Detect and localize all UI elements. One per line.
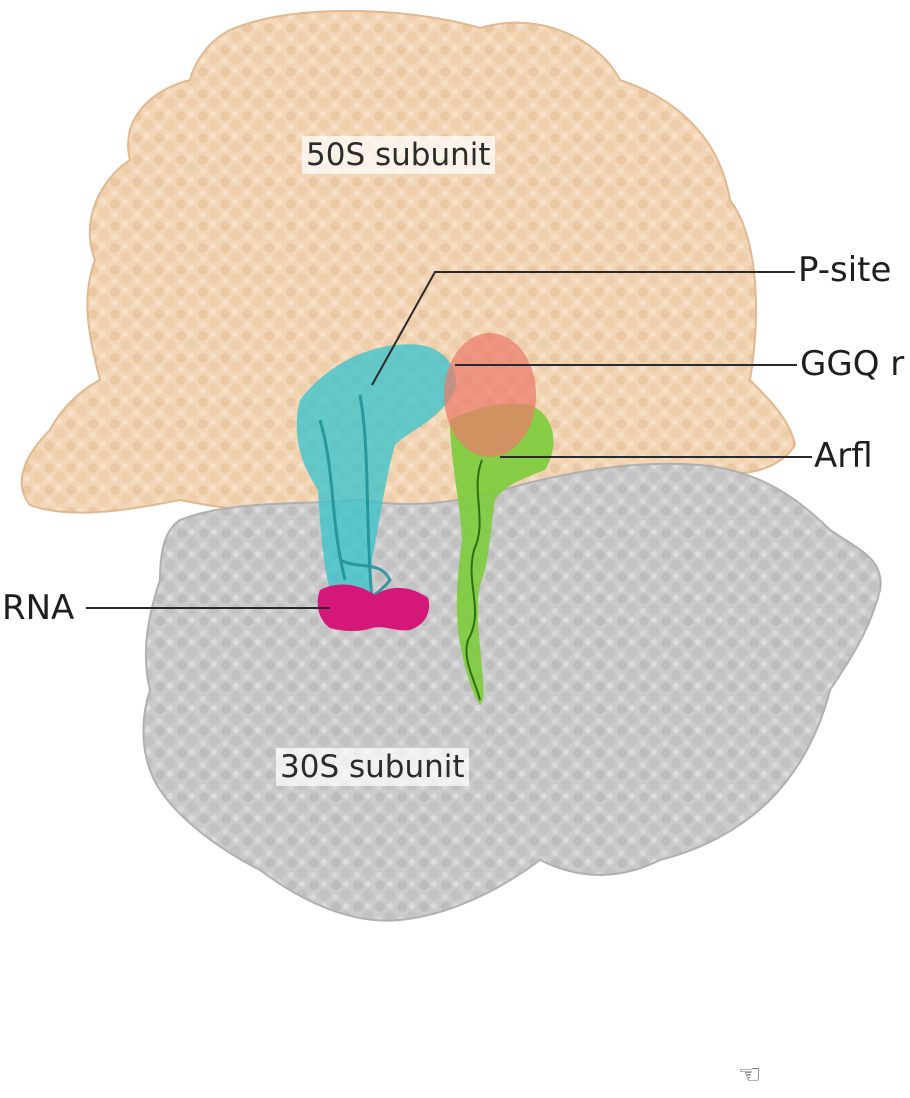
subunit-50s-shape bbox=[20, 9, 797, 518]
ggq-ellipse bbox=[444, 333, 536, 457]
arfa-structure bbox=[450, 403, 554, 705]
callout-lines bbox=[86, 271, 812, 609]
mrna-strand bbox=[317, 584, 430, 631]
callout-arfl: Arfl bbox=[814, 436, 873, 476]
callout-p-site: P-site bbox=[798, 250, 892, 290]
callout-rna: RNA bbox=[2, 588, 75, 628]
subunit-30s-shape bbox=[142, 462, 882, 922]
label-50s-subunit: 50S subunit bbox=[302, 136, 495, 174]
callout-ggq: GGQ r bbox=[800, 344, 905, 384]
leader-line-psite bbox=[371, 271, 795, 386]
label-30s-subunit: 30S subunit bbox=[276, 748, 469, 786]
hand-pointer-icon: ☜ bbox=[738, 1060, 762, 1090]
